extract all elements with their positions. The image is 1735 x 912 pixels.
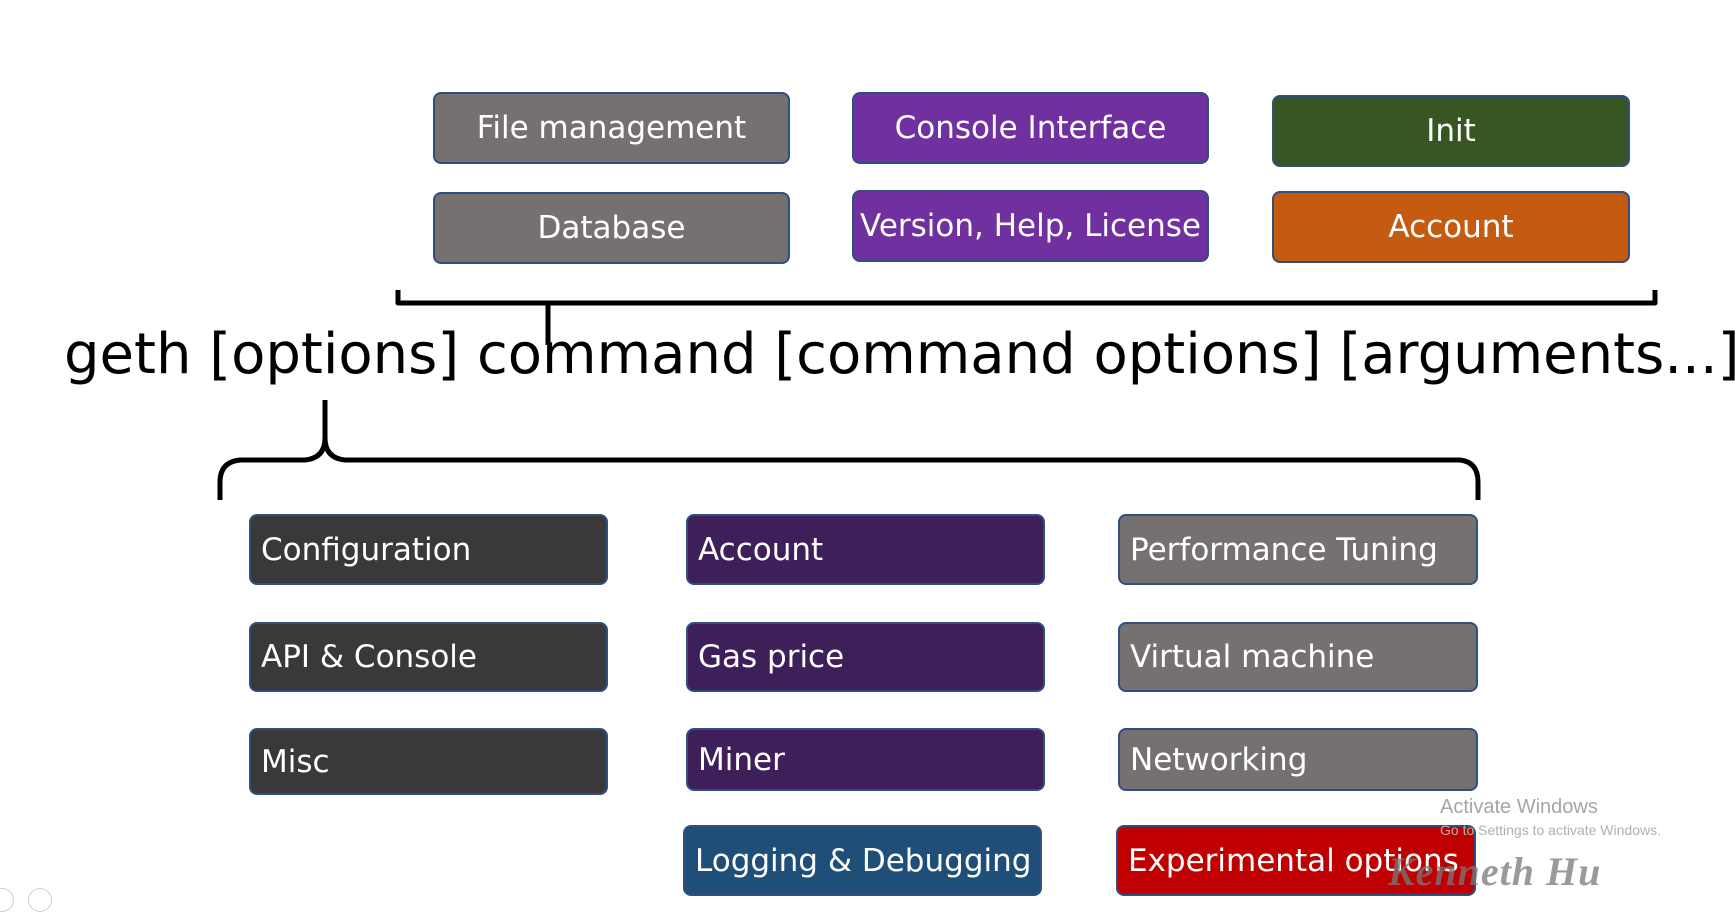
slide-more-icon[interactable] <box>28 888 52 912</box>
option-configuration: Configuration <box>249 514 608 585</box>
option-miner: Miner <box>686 728 1045 791</box>
command-brace <box>395 290 1658 306</box>
option-logging-debugging: Logging & Debugging <box>683 825 1042 896</box>
option-experimental-options: Experimental options <box>1116 825 1476 896</box>
option-api-console: API & Console <box>249 622 608 692</box>
option-performance-tuning: Performance Tuning <box>1118 514 1478 585</box>
command-version-help-license: Version, Help, License <box>852 190 1209 262</box>
activate-windows-title: Activate Windows <box>1440 796 1598 818</box>
author-signature: Kenneth Hu <box>1388 849 1602 894</box>
option-virtual-machine: Virtual machine <box>1118 622 1478 692</box>
command-init: Init <box>1272 95 1630 167</box>
geth-command-syntax: geth [options] command [command options]… <box>64 322 1735 387</box>
command-console-interface: Console Interface <box>852 92 1209 164</box>
activate-windows-subtitle: Go to Settings to activate Windows. <box>1440 822 1661 838</box>
command-account: Account <box>1272 191 1630 263</box>
options-brace-right <box>322 437 1481 500</box>
option-networking: Networking <box>1118 728 1478 791</box>
command-database: Database <box>433 192 790 264</box>
option-gas-price: Gas price <box>686 622 1045 692</box>
option-misc: Misc <box>249 728 608 795</box>
option-account: Account <box>686 514 1045 585</box>
options-brace-left <box>217 400 328 500</box>
command-file-management: File management <box>433 92 790 164</box>
